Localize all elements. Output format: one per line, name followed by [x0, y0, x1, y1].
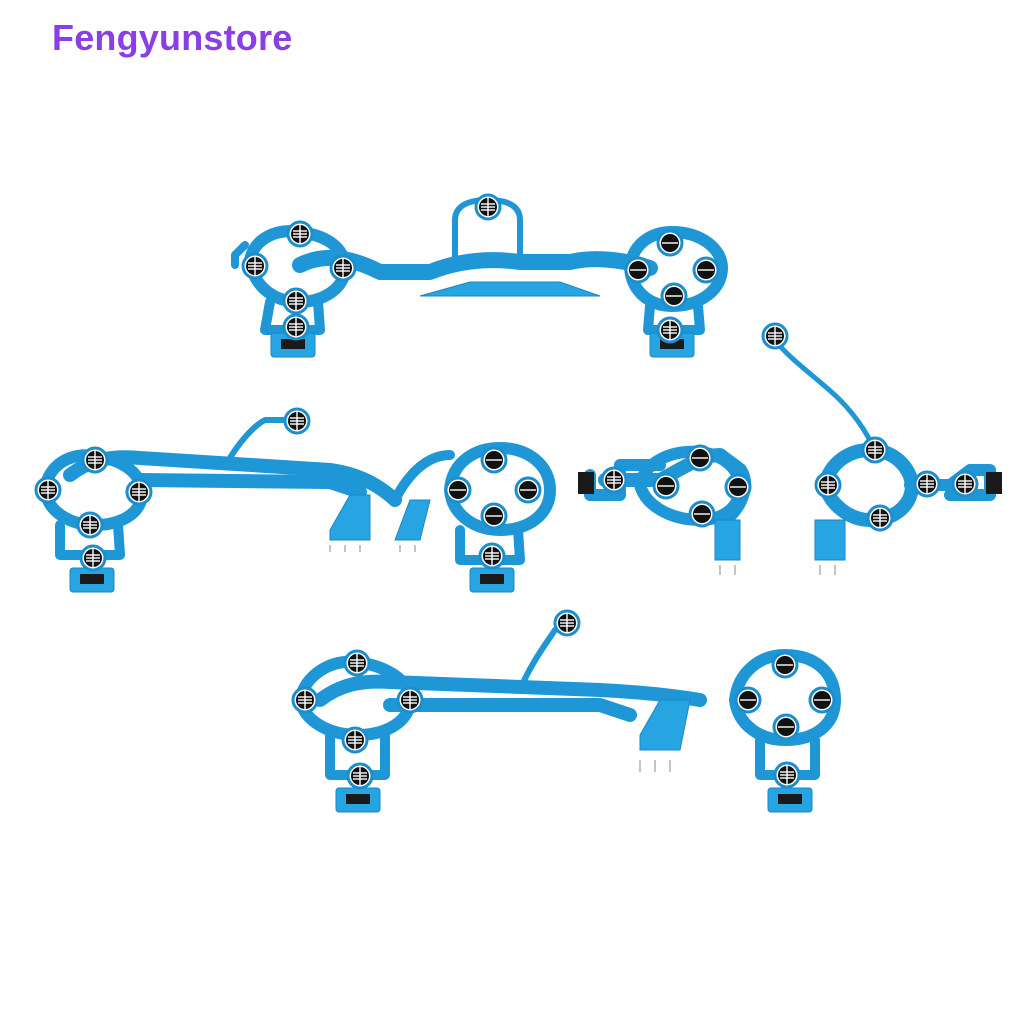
conductive-film-middle-right [578, 322, 1002, 561]
conductive-film-top [231, 193, 728, 358]
conductive-film-middle-left [34, 407, 556, 593]
store-watermark: Fengyunstore [52, 17, 293, 58]
test-pins [329, 545, 836, 772]
conductive-film-bottom [291, 609, 841, 813]
